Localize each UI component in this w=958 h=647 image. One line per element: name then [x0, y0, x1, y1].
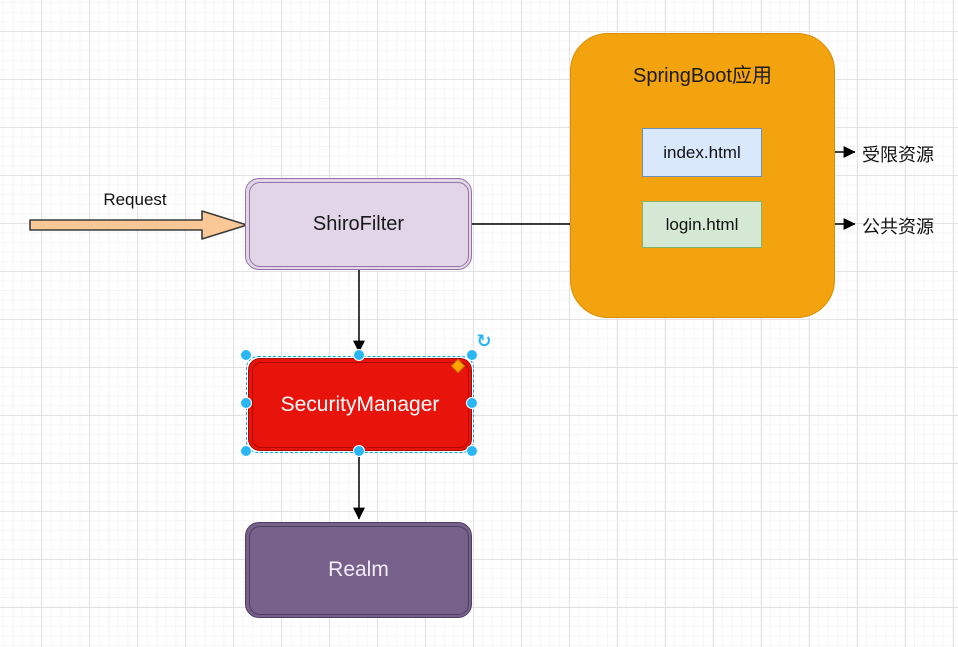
resize-handle-bottom-right[interactable]	[467, 446, 477, 456]
resize-handle-middle-right[interactable]	[467, 398, 477, 408]
request-block-arrow[interactable]	[29, 210, 248, 240]
resize-handle-bottom-center[interactable]	[354, 446, 364, 456]
resize-handle-bottom-left[interactable]	[241, 446, 251, 456]
request-edge-label: Request	[103, 190, 167, 209]
request-block-arrow-layer	[29, 210, 248, 240]
node-securitymanager-label: SecurityManager	[280, 392, 440, 416]
label-restricted-resources: 受限资源	[862, 145, 934, 165]
node-realm[interactable]: Realm	[245, 522, 472, 618]
resize-handle-top-center[interactable]	[354, 350, 364, 360]
node-shirofilter-label: ShiroFilter	[312, 212, 405, 235]
node-securitymanager[interactable]: SecurityManager	[248, 358, 472, 451]
node-shirofilter[interactable]: ShiroFilter	[245, 178, 472, 270]
label-public-resources: 公共资源	[862, 217, 934, 237]
node-login-html[interactable]: login.html	[642, 201, 762, 248]
rotate-handle-icon[interactable]: ↻	[476, 331, 492, 351]
resize-handle-top-right[interactable]	[467, 350, 477, 360]
node-realm-label: Realm	[328, 558, 389, 581]
node-login-html-label: login.html	[665, 214, 739, 234]
node-index-html-label: index.html	[663, 142, 741, 162]
resize-handle-middle-left[interactable]	[241, 398, 251, 408]
node-index-html[interactable]: index.html	[642, 128, 762, 177]
resize-handle-top-left[interactable]	[241, 350, 251, 360]
node-springboot-label: SpringBoot应用	[633, 65, 772, 87]
